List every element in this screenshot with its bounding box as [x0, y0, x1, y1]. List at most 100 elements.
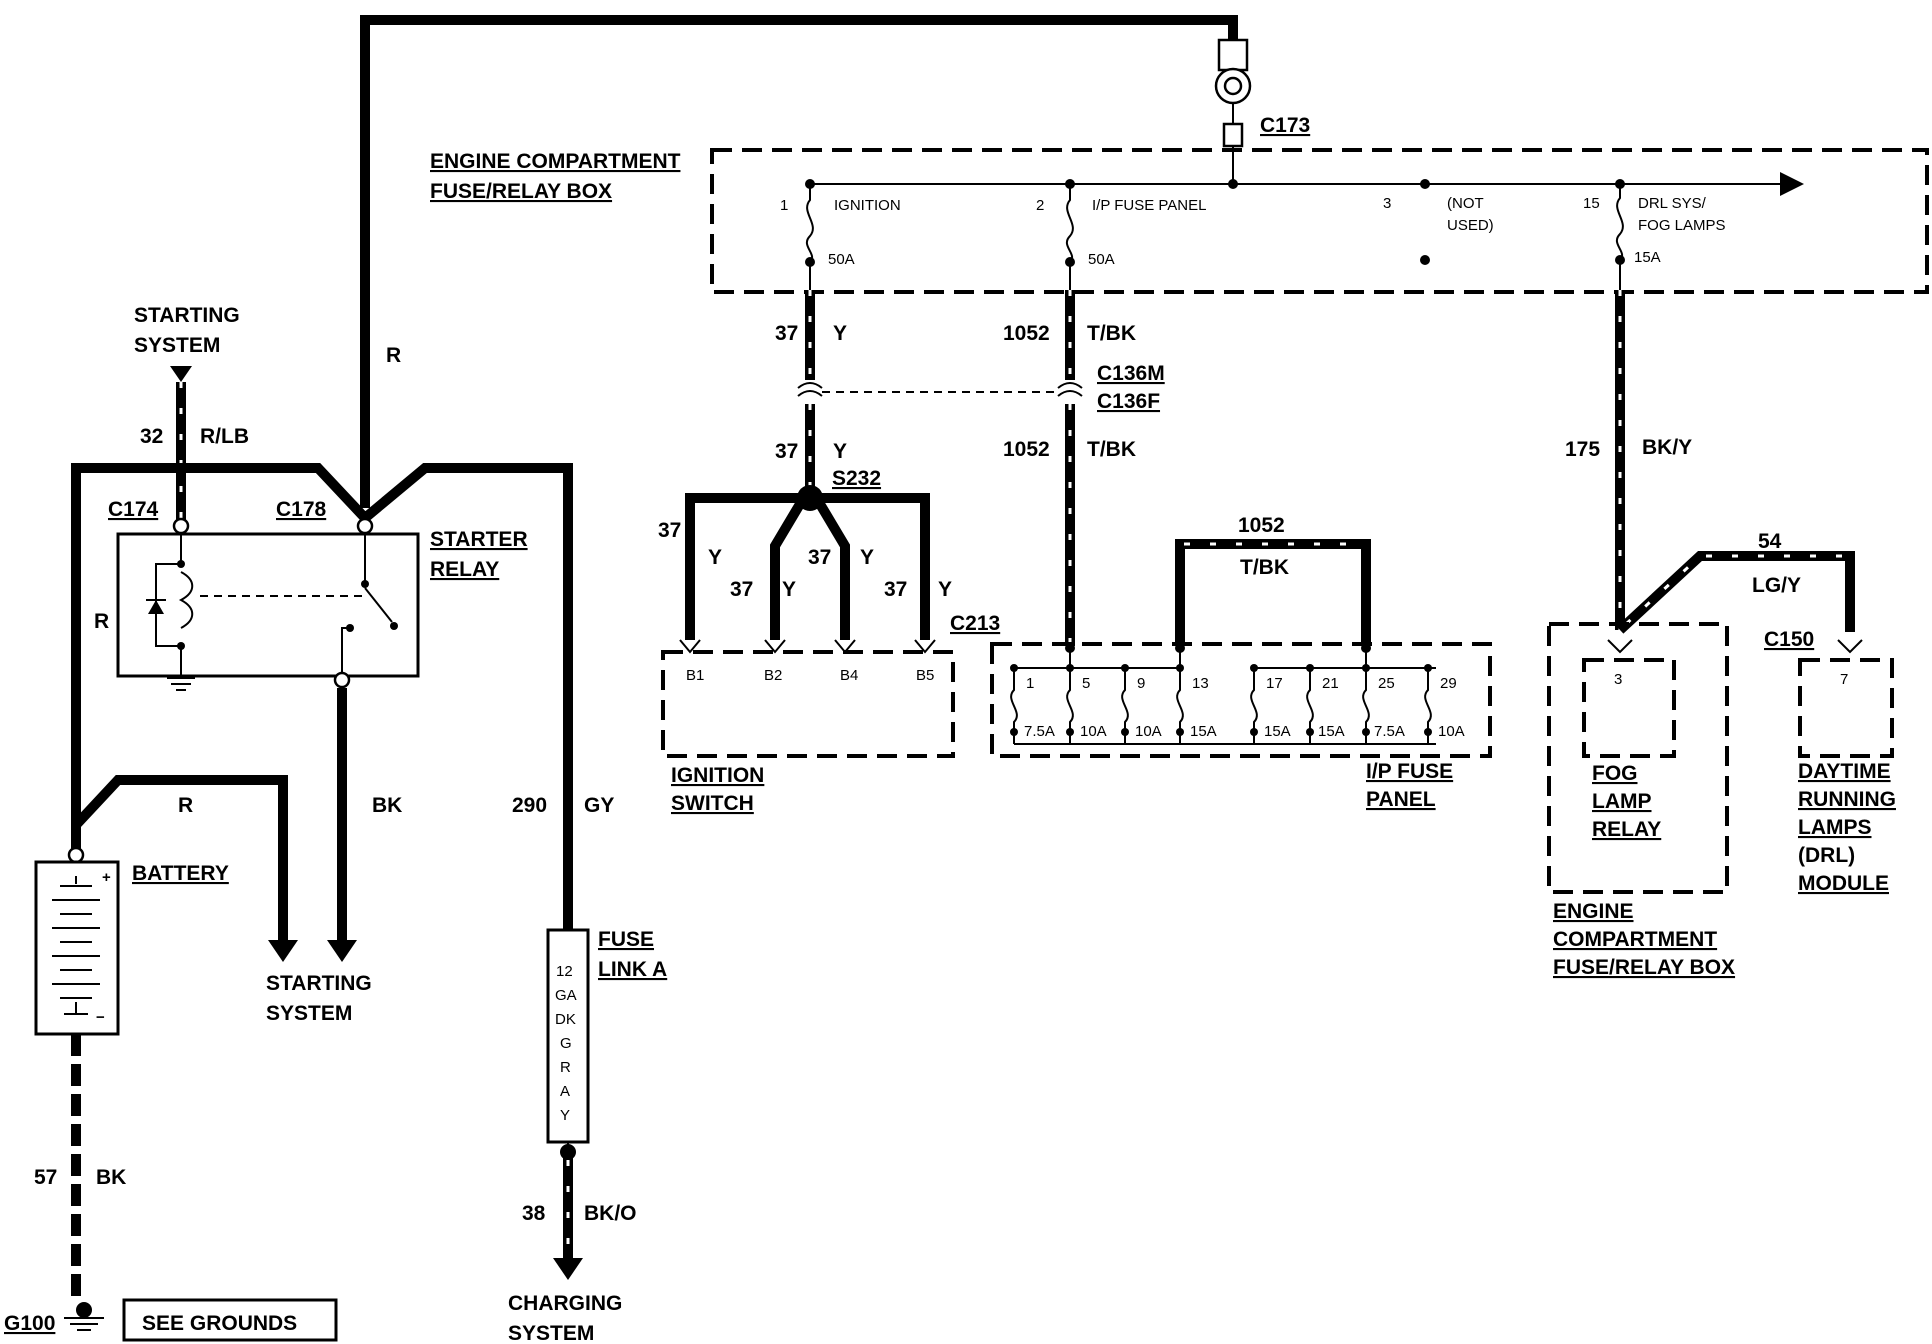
- drl-module-label-line4: (DRL): [1798, 844, 1855, 867]
- battery-label: BATTERY: [132, 862, 229, 885]
- starter-relay-label-line1: STARTER: [430, 528, 528, 551]
- fog-lamp-relay-pin: 3: [1614, 671, 1622, 688]
- ip-fuse-5-number: 5: [1082, 675, 1090, 692]
- wire-37-b1-color: Y: [708, 546, 722, 569]
- engine-box-title-line1: ENGINE COMPARTMENT: [430, 150, 681, 173]
- charging-system-line2: SYSTEM: [508, 1322, 594, 1344]
- wire-r-bottom-label: R: [178, 794, 193, 817]
- wire-37-lower-number: 37: [775, 440, 798, 463]
- charging-system-line1: CHARGING: [508, 1292, 622, 1315]
- wire-1052-upper-color: T/BK: [1087, 322, 1136, 345]
- wire-57-ground: [64, 1034, 104, 1331]
- fog-relay-box-label-line1: ENGINE: [1553, 900, 1634, 923]
- engine-fuse-15: [1615, 184, 1625, 290]
- battery-plus-sign: +: [102, 869, 111, 886]
- ignition-switch-label-line2: SWITCH: [671, 792, 754, 815]
- drl-module-pin: 7: [1840, 671, 1848, 688]
- starting-system-bottom-line2: SYSTEM: [266, 1002, 352, 1025]
- engine-fuse-1-name: IGNITION: [834, 197, 901, 214]
- ip-fuse-elements: [1010, 648, 1432, 744]
- drl-module-label-line2: RUNNING: [1798, 788, 1896, 811]
- wire-1052-lower-color: T/BK: [1087, 438, 1136, 461]
- ip-fuse-13-number: 13: [1192, 675, 1209, 692]
- fog-lamp-relay-label-line3: RELAY: [1592, 818, 1661, 841]
- connector-c150-label: C150: [1764, 628, 1814, 651]
- ip-fuse-panel-bus: [1014, 643, 1436, 745]
- ip-fuse-17-number: 17: [1266, 675, 1283, 692]
- wire-r-left-label: R: [94, 610, 109, 633]
- engine-fuse-1: [805, 184, 815, 290]
- ip-fuse-panel-label-line2: PANEL: [1366, 788, 1436, 811]
- fog-relay-fuse-box: [1547, 622, 1729, 894]
- fog-relay-box-label-line3: FUSE/RELAY BOX: [1553, 956, 1735, 979]
- wire-175-and-54: [1607, 290, 1863, 654]
- wire-38-harness: [553, 1144, 583, 1280]
- starter-relay-label-line2: RELAY: [430, 558, 499, 581]
- engine-fuse-15-number: 15: [1583, 195, 1600, 212]
- splice-s232-label: S232: [832, 467, 881, 490]
- wire-37-b5-number: 37: [884, 578, 907, 601]
- wire-54-number: 54: [1758, 530, 1782, 553]
- wire-175-number: 175: [1565, 438, 1600, 461]
- ip-fuse-25-rating: 7.5A: [1374, 723, 1405, 740]
- feed-wire-color-label: R: [386, 344, 401, 367]
- wire-57-number: 57: [34, 1166, 57, 1189]
- wire-37-lower-color: Y: [833, 440, 847, 463]
- engine-fuse-15-rating: 15A: [1634, 249, 1661, 266]
- fuse-link-text-7: Y: [560, 1107, 570, 1124]
- connector-c173-label: C173: [1260, 114, 1310, 137]
- battery-terminal-eyelet: [1214, 38, 1252, 148]
- drl-module-box: [1798, 658, 1894, 758]
- drl-module-label-line1: DAYTIME: [1798, 760, 1891, 783]
- ip-fuse-25-number: 25: [1378, 675, 1395, 692]
- wire-1052-jumper-color: T/BK: [1240, 556, 1289, 579]
- wire-37-upper-number: 37: [775, 322, 798, 345]
- ignition-pin-b4: B4: [840, 667, 858, 684]
- fuse-link-text-1: 12: [556, 963, 573, 980]
- fog-lamp-relay-label-line2: LAMP: [1592, 790, 1652, 813]
- engine-fuse-2: [1065, 184, 1075, 290]
- engine-compartment-fuse-box: [710, 148, 1929, 294]
- wire-54-color: LG/Y: [1752, 574, 1801, 597]
- fuse-box-bus-bar: [805, 146, 1804, 196]
- drl-module-label-line3: LAMPS: [1798, 816, 1872, 839]
- ip-fuse-21-number: 21: [1322, 675, 1339, 692]
- ip-fuse-panel-label-line1: I/P FUSE: [1366, 760, 1453, 783]
- wire-37-harness: [679, 290, 936, 654]
- ground-g100-label: G100: [4, 1312, 55, 1335]
- fuse-link-label-line1: FUSE: [598, 928, 654, 951]
- fuse-link-label-line2: LINK A: [598, 958, 667, 981]
- starting-system-top-line2: SYSTEM: [134, 334, 220, 357]
- ip-fuse-17-rating: 15A: [1264, 723, 1291, 740]
- engine-fuse-2-number: 2: [1036, 197, 1044, 214]
- ip-fuse-panel-box: [990, 642, 1492, 758]
- battery-minus-sign: −: [96, 1009, 105, 1026]
- fog-lamp-relay-label-line1: FOG: [1592, 762, 1638, 785]
- connector-c213-label: C213: [950, 612, 1000, 635]
- ip-fuse-21-rating: 15A: [1318, 723, 1345, 740]
- engine-fuse-15-name-line2: FOG LAMPS: [1638, 217, 1726, 234]
- wire-37-b1-number: 37: [658, 519, 681, 542]
- wire-37-b2-number: 37: [730, 578, 753, 601]
- ip-fuse-13-rating: 15A: [1190, 723, 1217, 740]
- wire-290-number: 290: [512, 794, 547, 817]
- fuse-link-text-3: DK: [555, 1011, 576, 1028]
- fuse-link-text-4: G: [560, 1035, 572, 1052]
- ip-fuse-1-number: 1: [1026, 675, 1034, 692]
- starting-system-bottom-line1: STARTING: [266, 972, 372, 995]
- wire-37-b4-number: 37: [808, 546, 831, 569]
- fog-lamp-relay-box: [1582, 658, 1676, 758]
- wire-37-b2-color: Y: [782, 578, 796, 601]
- ip-fuse-29-rating: 10A: [1438, 723, 1465, 740]
- wire-1052-harness: [1057, 290, 1371, 646]
- see-grounds-text: SEE GROUNDS: [142, 1312, 297, 1335]
- connector-c136m-label: C136M: [1097, 362, 1165, 385]
- engine-fuse-2-name: I/P FUSE PANEL: [1092, 197, 1207, 214]
- engine-fuse-15-name-line1: DRL SYS/: [1638, 195, 1707, 212]
- ip-fuse-5-rating: 10A: [1080, 723, 1107, 740]
- engine-fuse-3-number: 3: [1383, 195, 1391, 212]
- ignition-pin-b2: B2: [764, 667, 782, 684]
- wire-32-color: R/LB: [200, 425, 249, 448]
- wire-32-number: 32: [140, 425, 163, 448]
